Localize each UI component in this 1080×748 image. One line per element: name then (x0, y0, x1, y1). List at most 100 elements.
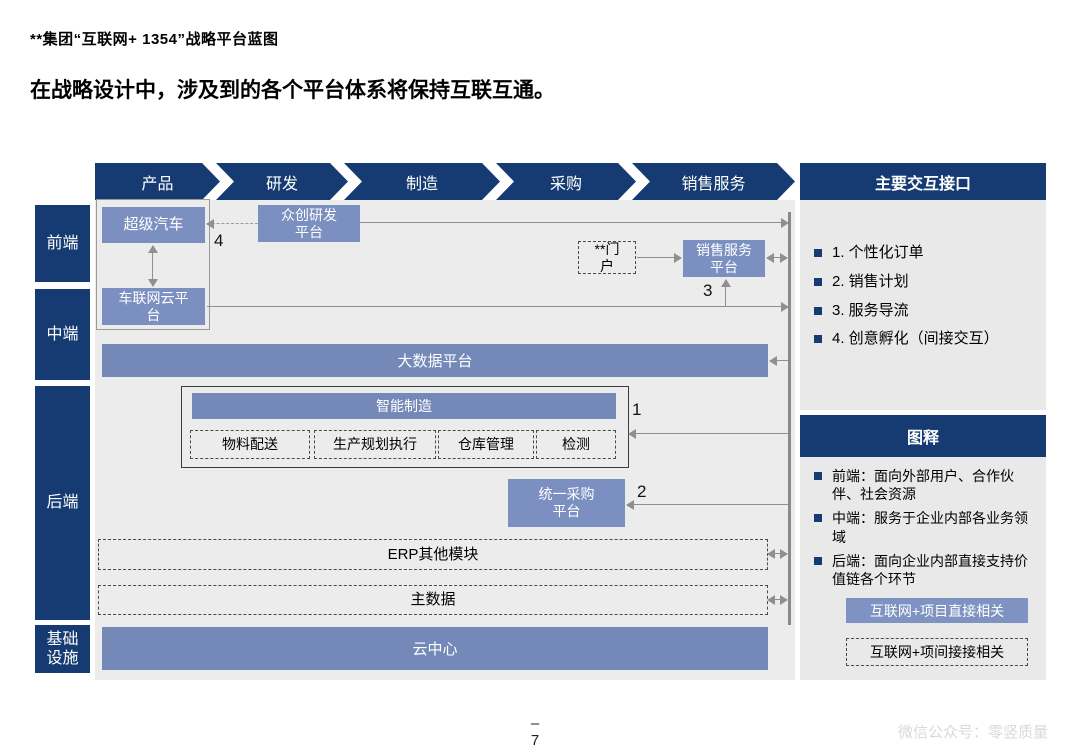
interface-item: 4. 创意孵化（间接交互） (814, 330, 1036, 349)
cloud-center-bar: 云中心 (102, 627, 768, 670)
legend-direct-key: 互联网+项目直接相关 (846, 598, 1028, 624)
interfaces-panel: 主要交互接口 1. 个性化订单 2. 销售计划 3. 服务导流 4. 创意孵化（… (800, 163, 1046, 410)
module-material-delivery: 物料配送 (190, 430, 310, 459)
legend-panel-body: 前端：面向外部用户、合作伙伴、社会资源 中端：服务于企业内部各业务领域 后端：面… (800, 457, 1046, 680)
marker-2: 2 (637, 482, 647, 501)
marker-4: 4 (214, 231, 224, 250)
arrowhead-left (762, 548, 775, 559)
connector-portal-salesservice (637, 252, 682, 263)
page-number-dash: – (530, 715, 540, 732)
marker-1: 1 (632, 400, 642, 419)
module-production-planning: 生产规划执行 (314, 430, 436, 459)
legend-item-label: 中端：服务于企业内部各业务领域 (832, 510, 1028, 545)
watermark: 微信公众号：零竖质量 (898, 724, 1049, 741)
page-number-value: 7 (530, 731, 540, 748)
arrowhead-left (623, 428, 636, 439)
flow-stage-rd: 研发 (216, 163, 348, 200)
legend-item: 前端：面向外部用户、合作伙伴、社会资源 (814, 467, 1038, 503)
row-label-infrastructure: 基础设施 (35, 625, 90, 673)
page-number: – 7 (520, 715, 550, 748)
bullet-square-icon (814, 472, 822, 480)
row-label-midend: 中端 (35, 289, 90, 380)
marker-3: 3 (703, 281, 713, 300)
arrowhead-right (780, 594, 793, 605)
legend-panel: 图释 前端：面向外部用户、合作伙伴、社会资源 中端：服务于企业内部各业务领域 后… (800, 415, 1046, 680)
module-inspection: 检测 (536, 430, 616, 459)
legend-item: 后端：面向企业内部直接支持价值链各个环节 (814, 552, 1038, 588)
connector-bus-procurement (626, 499, 788, 510)
big-data-platform-bar: 大数据平台 (102, 344, 768, 377)
arrowhead-right (674, 252, 687, 263)
flow-stage-label: 采购 (549, 175, 582, 193)
crowd-rd-platform-box: 众创研发平台 (258, 205, 360, 242)
connector-salesservice-bus (766, 252, 788, 263)
diagram-canvas (95, 200, 795, 680)
portal-box: **门户 (578, 241, 636, 274)
sales-service-platform-box: 销售服务平台 (683, 240, 765, 277)
arrowhead-left (764, 355, 777, 366)
bullet-square-icon (814, 249, 822, 257)
flow-stage-label: 研发 (265, 175, 298, 193)
bullet-square-icon (814, 556, 822, 565)
interfaces-panel-header: 主要交互接口 (800, 163, 1046, 200)
row-label-frontend: 前端 (35, 205, 90, 282)
legend-panel-header: 图释 (800, 415, 1046, 457)
super-car-box: 超级汽车 (102, 207, 205, 243)
legend-item-label: 前端：面向外部用户、合作伙伴、社会资源 (832, 468, 1014, 503)
smart-mfg-bar: 智能制造 (192, 393, 616, 419)
master-data-box: 主数据 (98, 585, 768, 615)
row-label-backend: 后端 (35, 386, 90, 620)
erp-modules-box: ERP其他模块 (98, 539, 768, 570)
bullet-square-icon (814, 277, 822, 286)
interface-item-label: 1. 个性化订单 (832, 244, 924, 261)
arrowhead-down (147, 279, 158, 292)
flow-stage-manufacturing: 制造 (344, 163, 500, 200)
connector-crowdrd-bus (360, 217, 789, 228)
procurement-platform-box: 统一采购平台 (508, 479, 625, 527)
connector-bus-bigdata (769, 355, 788, 366)
connector-carcloud-bus (207, 301, 789, 312)
arrowhead-left (621, 499, 634, 510)
legend-item: 中端：服务于企业内部各业务领域 (814, 509, 1038, 545)
arrowhead-left (762, 594, 775, 605)
interface-item: 1. 个性化订单 (814, 244, 1036, 263)
arrowhead-right (781, 217, 794, 228)
legend-item-label: 后端：面向企业内部直接支持价值链各个环节 (832, 552, 1028, 587)
connector-masterdata-bus (767, 594, 788, 605)
interface-item-label: 2. 销售计划 (832, 272, 909, 290)
arrowhead-left (201, 218, 214, 229)
flow-stage-label: 制造 (405, 175, 438, 193)
flow-stage-label: 产品 (141, 175, 174, 193)
connector-bus-smartmfg (628, 428, 788, 439)
flow-stage-procurement: 采购 (496, 163, 636, 200)
legend-indirect-key: 互联网+项间接接相关 (846, 638, 1028, 667)
frontend-group-frame (96, 199, 210, 330)
bullet-square-icon (814, 514, 822, 523)
arrowhead-right (780, 252, 793, 263)
bullet-square-icon (814, 306, 822, 315)
slide-kicker: **集团“互联网+ 1354”战略平台蓝图 (30, 31, 279, 48)
connector-carcloudline-salesservice (720, 279, 731, 306)
interface-bus-line (788, 212, 791, 625)
connector-crowdrd-supercar (206, 218, 258, 229)
arrowhead-up (147, 240, 158, 253)
interface-item: 3. 服务导流 (814, 302, 1036, 321)
interface-item-label: 4. 创意孵化（间接交互） (832, 330, 999, 348)
interface-item: 2. 销售计划 (814, 273, 1036, 292)
car-iot-cloud-box: 车联网云平台 (102, 288, 205, 325)
smart-mfg-group-frame (181, 386, 629, 468)
connector-erp-bus (767, 548, 788, 559)
page-title: 在战略设计中，涉及到的各个平台体系将保持互联互通。 (30, 79, 555, 102)
arrowhead-right (780, 548, 793, 559)
flow-stage-product: 产品 (95, 163, 220, 200)
connector-supercar-carcloud (147, 245, 158, 287)
arrowhead-right (781, 301, 794, 312)
module-warehouse-mgmt: 仓库管理 (438, 430, 534, 459)
flow-stage-sales-service: 销售服务 (632, 163, 795, 200)
interface-item-label: 3. 服务导流 (832, 301, 909, 319)
arrowhead-up (720, 274, 731, 287)
bullet-square-icon (814, 335, 822, 344)
arrowhead-left (761, 252, 774, 263)
interfaces-panel-body: 1. 个性化订单 2. 销售计划 3. 服务导流 4. 创意孵化（间接交互） (800, 200, 1046, 410)
